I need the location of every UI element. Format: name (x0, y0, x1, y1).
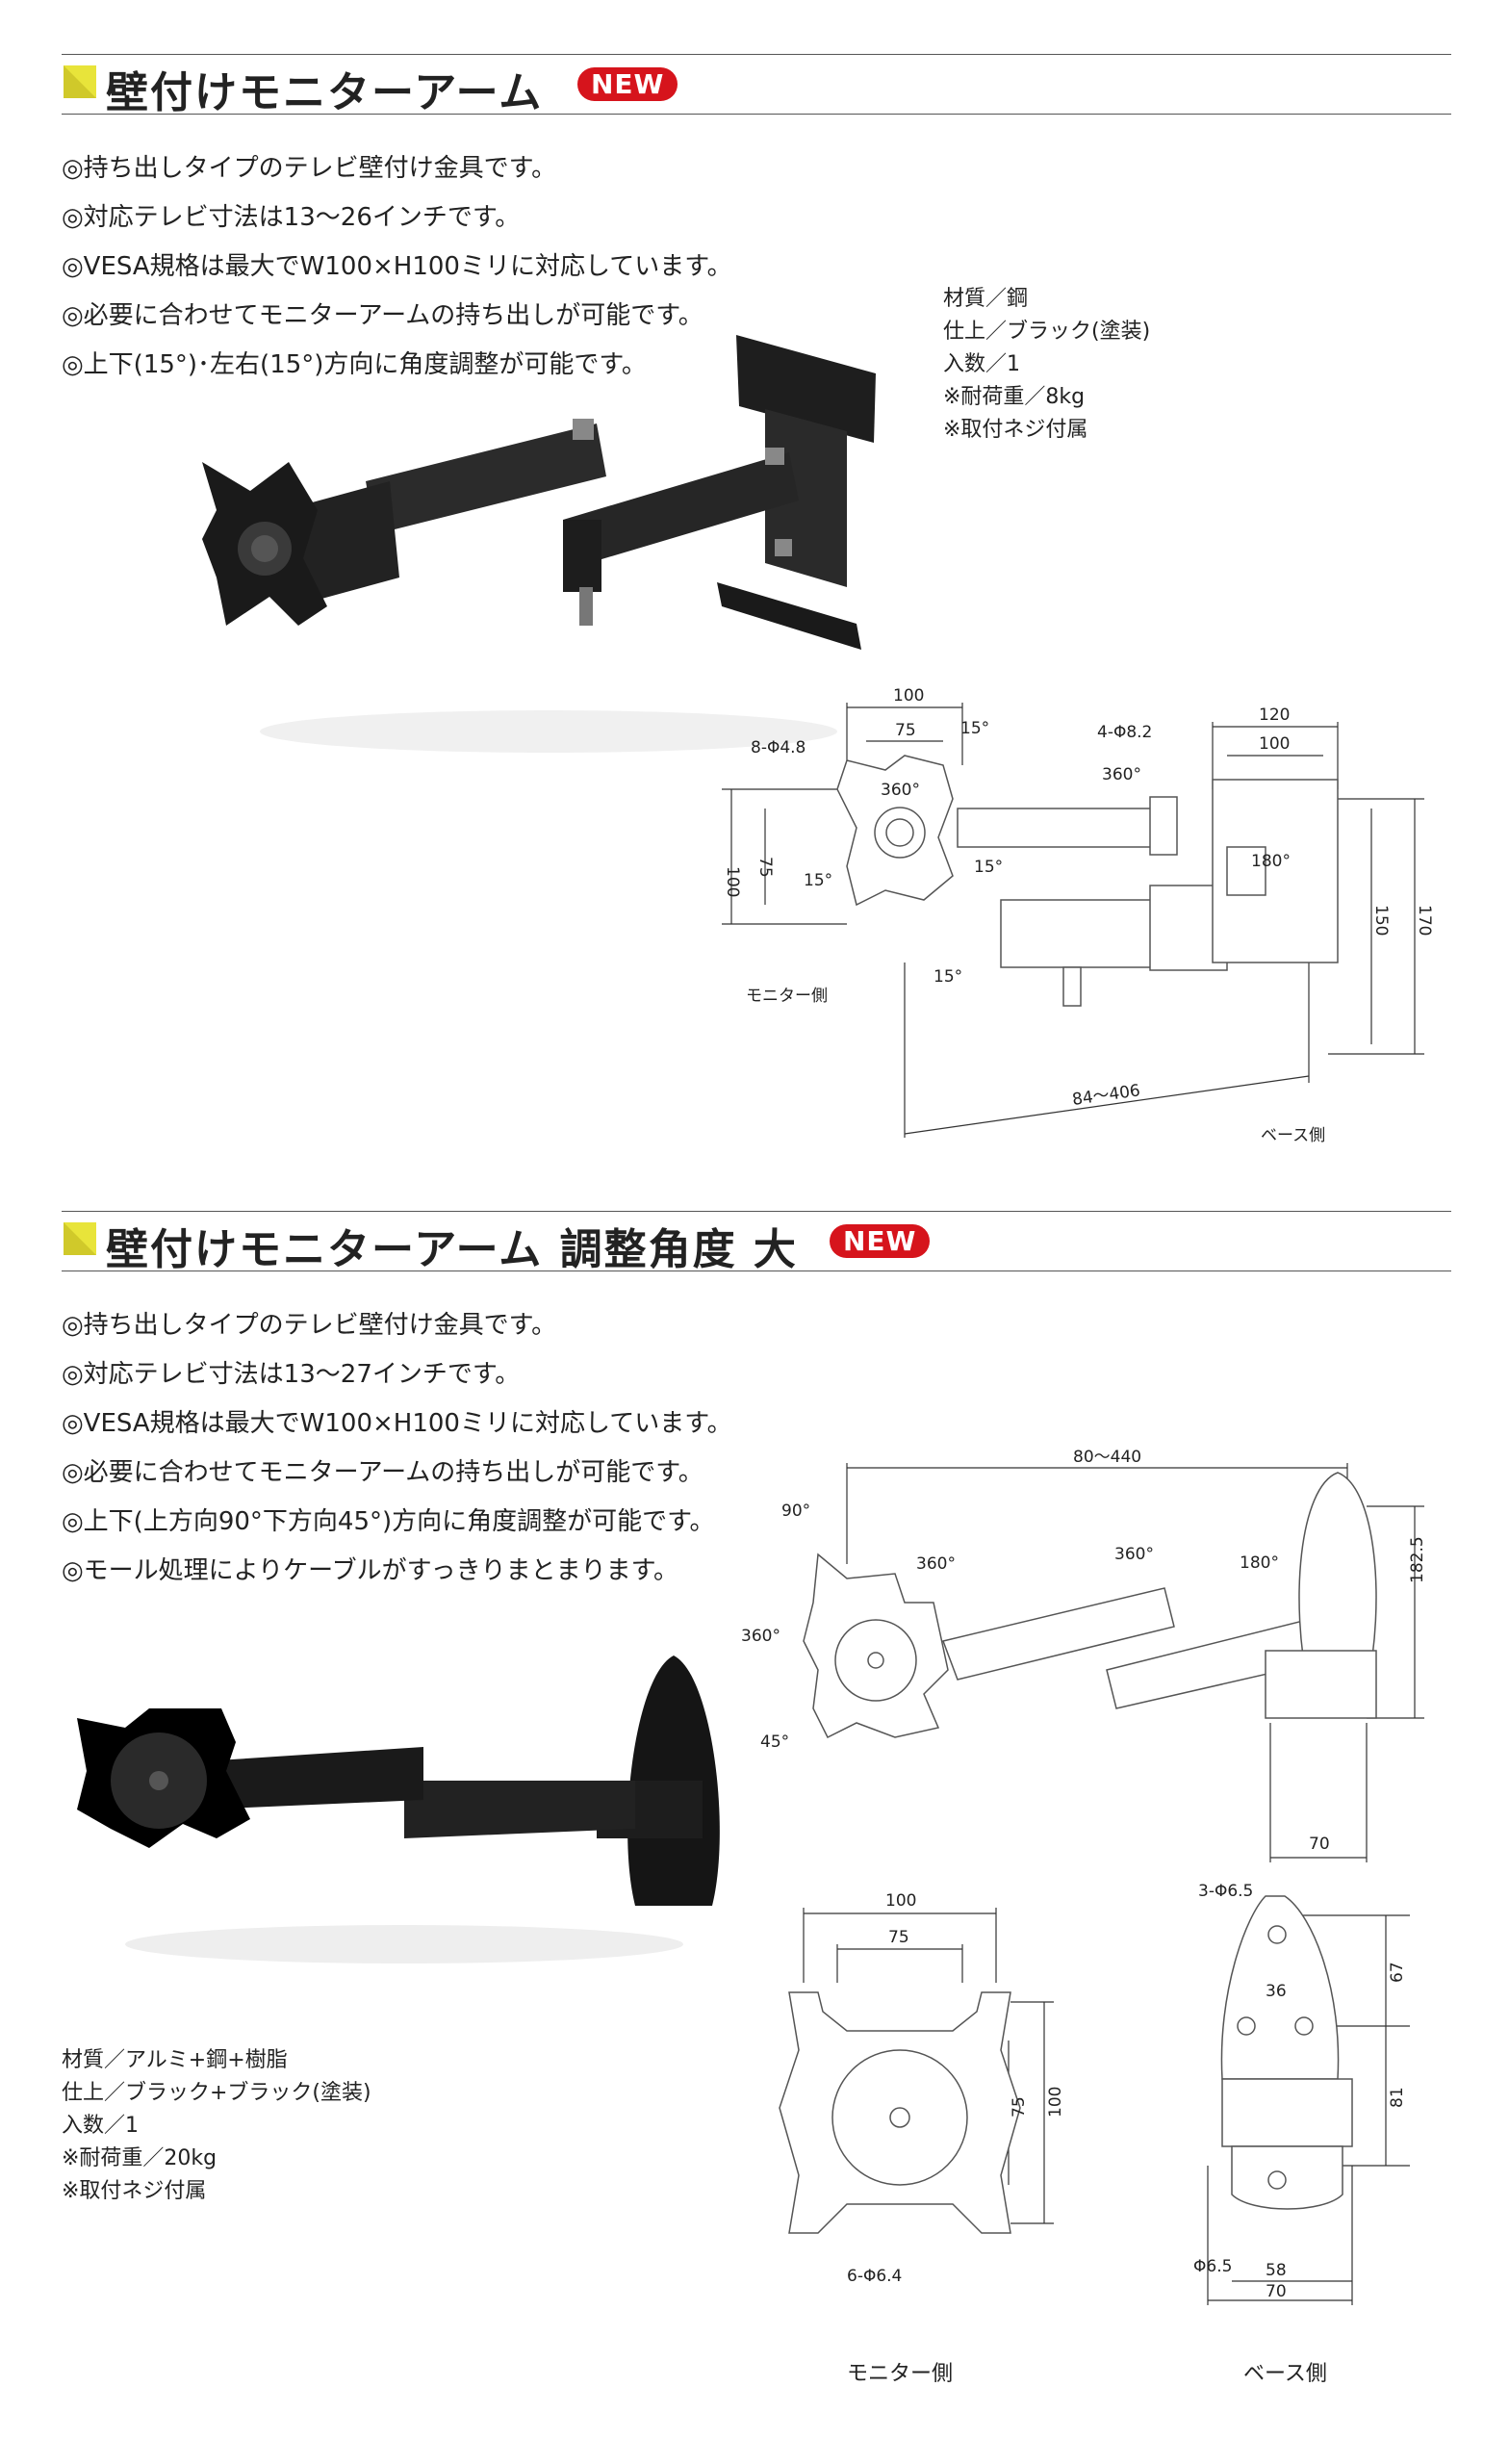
dim-15-left: 15° (804, 871, 832, 890)
dim-15-bottom: 15° (934, 967, 962, 987)
spec-item: 仕上／ブラック+ブラック(塗装) (62, 2081, 371, 2105)
dim-182-5: 182.5 (1408, 1536, 1427, 1583)
plate-100-vertical: 100 (1046, 2087, 1065, 2118)
section2-new-badge: NEW (830, 1224, 931, 1258)
hole-4: 4-Φ8.2 (1097, 723, 1152, 742)
plate-holes: 6-Φ6.4 (847, 2267, 902, 2286)
feature-item: ◎VESA規格は最大でW100×H100ミリに対応しています。 (62, 1409, 732, 1438)
plate-75: 75 (888, 1928, 909, 1947)
section1-bottom-rule (62, 114, 1451, 115)
base-phi: Φ6.5 (1193, 2257, 1232, 2276)
base-67: 67 (1388, 1962, 1407, 1983)
dim-360-head: 360° (916, 1554, 956, 1574)
section2-bottom-rule (62, 1270, 1451, 1271)
dim-170: 170 (1415, 905, 1434, 936)
spec-item: ※取付ネジ付属 (943, 418, 1088, 442)
spec-item: 材質／アルミ+鋼+樹脂 (62, 2048, 288, 2072)
section2-title: 壁付けモニターアーム 調整角度 大 (106, 1225, 798, 1274)
section2-plate-diagram: 100 75 75 100 6-Φ6.4 (779, 1891, 1065, 2286)
spec-item: ※取付ネジ付属 (62, 2179, 207, 2203)
section2-arm-diagram: 80～440 90° 360° 360° 360° 180° 45° 182.5… (741, 1449, 1427, 1862)
caption-monitor-side: モニター側 (847, 2362, 954, 2386)
feature-item: ◎VESA規格は最大でW100×H100ミリに対応しています。 (62, 252, 732, 281)
section2-feature-list: ◎持ち出しタイプのテレビ壁付け金具です。 ◎対応テレビ寸法は13～27インチです… (62, 1301, 732, 1596)
spec-item: 仕上／ブラック(塗装) (943, 320, 1151, 344)
hole-8: 8-Φ4.8 (751, 738, 806, 757)
dim-100-vertical: 100 (723, 866, 742, 897)
spec-item: ※耐荷重／20kg (62, 2146, 217, 2170)
dim-180: 180° (1240, 1553, 1279, 1573)
section1-dimension-diagram: 100 75 15° 8-Φ4.8 360° 100 75 15° 15° 15… (722, 686, 1434, 1145)
spec-item: ※耐荷重／8kg (943, 385, 1086, 409)
dim-70: 70 (1309, 1835, 1330, 1854)
section1-title: 壁付けモニターアーム (106, 68, 544, 117)
title-marker-icon (64, 1222, 96, 1255)
section1-top-rule (62, 54, 1451, 55)
dim-90: 90° (781, 1502, 810, 1521)
plate-75-vertical: 75 (1010, 2096, 1029, 2118)
dim-15-right: 15° (974, 858, 1003, 877)
caption-base-side: ベース側 (1243, 2362, 1327, 2386)
section1-new-badge: NEW (577, 67, 678, 101)
base-holes: 3-Φ6.5 (1198, 1882, 1253, 1901)
title-marker-icon (64, 65, 96, 98)
section1-feature-list: ◎持ち出しタイプのテレビ壁付け金具です。 ◎対応テレビ寸法は13～26インチです… (62, 144, 732, 390)
feature-item: ◎必要に合わせてモニターアームの持ち出しが可能です。 (62, 301, 703, 330)
dim-15-top: 15° (960, 719, 989, 738)
feature-item: ◎対応テレビ寸法は13～27インチです。 (62, 1360, 521, 1389)
dim-reach: 80～440 (1073, 1449, 1141, 1467)
spec-item: 入数／1 (62, 2114, 139, 2138)
feature-item: ◎上下(上方向90°下方向45°)方向に角度調整が可能です。 (62, 1507, 715, 1536)
feature-item: ◎対応テレビ寸法は13～26インチです。 (62, 203, 521, 232)
dim-100: 100 (893, 686, 924, 706)
dim-360-rotate: 360° (741, 1627, 780, 1646)
section2-top-rule (62, 1211, 1451, 1212)
dim-120: 120 (1259, 706, 1290, 725)
dim-75-vertical: 75 (755, 857, 775, 878)
dim-360-joint: 360° (1102, 765, 1141, 784)
dim-360-elbow: 360° (1114, 1545, 1154, 1564)
spec-item: 材質／鋼 (943, 287, 1029, 311)
feature-item: ◎モール処理によりケーブルがすっきりまとまります。 (62, 1556, 678, 1585)
feature-item: ◎持ち出しタイプのテレビ壁付け金具です。 (62, 154, 557, 183)
section1-product-photo (202, 335, 876, 753)
dim-75: 75 (895, 721, 916, 740)
dim-180: 180° (1251, 852, 1291, 871)
section2-spec-list: 材質／アルミ+鋼+樹脂 仕上／ブラック+ブラック(塗装) 入数／1 ※耐荷重／2… (62, 2044, 371, 2208)
dim-45: 45° (760, 1732, 789, 1752)
base-58: 58 (1266, 2261, 1287, 2280)
section2-base-diagram: 3-Φ6.5 36 67 81 Φ6.5 58 70 (1193, 1882, 1410, 2305)
feature-item: ◎上下(15°)･左右(15°)方向に角度調整が可能です。 (62, 350, 647, 379)
base-36: 36 (1266, 1982, 1287, 2001)
feature-item: ◎持ち出しタイプのテレビ壁付け金具です。 (62, 1311, 557, 1340)
dim-360-monitor: 360° (881, 781, 920, 800)
feature-item: ◎必要に合わせてモニターアームの持ち出しが可能です。 (62, 1458, 703, 1487)
dim-150: 150 (1371, 905, 1391, 936)
base-81: 81 (1388, 2087, 1407, 2108)
section2-product-photo (77, 1656, 720, 1964)
label-monitor-side: モニター側 (746, 987, 828, 1006)
dim-100-base: 100 (1259, 734, 1290, 754)
plate-100: 100 (885, 1891, 916, 1911)
section1-spec-list: 材質／鋼 仕上／ブラック(塗装) 入数／1 ※耐荷重／8kg ※取付ネジ付属 (943, 283, 1150, 447)
spec-item: 入数／1 (943, 352, 1020, 376)
label-base-side: ベース側 (1261, 1126, 1325, 1145)
base-70: 70 (1266, 2282, 1287, 2301)
